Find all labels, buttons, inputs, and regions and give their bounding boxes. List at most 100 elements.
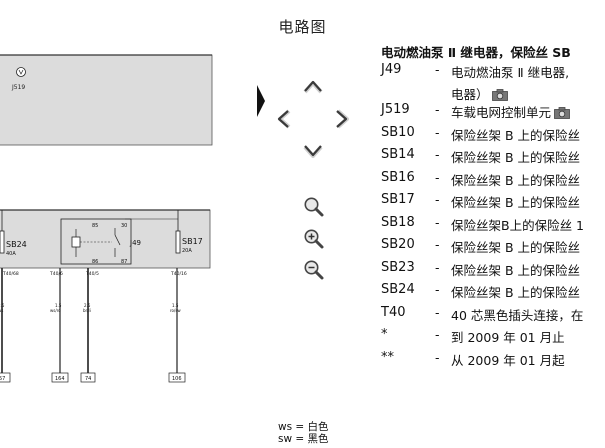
legend-item: SB18 - 保险丝架B上的保险丝 1	[381, 214, 605, 237]
legend-code: SB17	[381, 192, 415, 207]
page-title: 电路图	[278, 18, 327, 36]
pin-87: 87	[121, 259, 127, 265]
legend-code: SB18	[381, 214, 415, 230]
fuse-sb24-rating: 40A	[6, 251, 16, 257]
connector-t40-6: T40/6	[49, 271, 63, 277]
legend-item: J519 - 车载电网控制单元	[381, 101, 605, 124]
legend-dash: -	[435, 147, 440, 162]
pin-85: 85	[92, 223, 98, 229]
legend-item: * - 到 2009 年 01 月止	[381, 326, 605, 349]
legend-code: *	[381, 327, 388, 342]
legend-desc: 到 2009 年 01 月止	[451, 330, 565, 345]
legend-code: T40	[381, 304, 406, 320]
legend-item: T40 - 40 芯黑色插头连接，在	[381, 304, 605, 327]
wire-color-key: ws = 白色 sw = 黑色	[278, 421, 329, 445]
fuse-sb17-name: SB17	[182, 237, 203, 246]
legend-desc: 40 芯黑色插头连接，在	[451, 307, 584, 323]
legend-item: SB14 - 保险丝架 B 上的保险丝	[381, 146, 605, 169]
legend-desc: 保险丝架 B 上的保险丝	[451, 172, 581, 188]
legend-item: SB20 - 保险丝架 B 上的保险丝	[381, 236, 605, 259]
chevron-down-icon[interactable]	[302, 142, 324, 160]
svg-text:57: 57	[0, 376, 5, 382]
legend-dash: -	[435, 237, 440, 252]
legend-code: SB23	[381, 259, 415, 275]
connector-t40-5: T40/5	[85, 271, 99, 277]
svg-text:106: 106	[172, 376, 182, 382]
legend-desc: 保险丝架 B 上的保险丝	[451, 240, 581, 255]
legend-dash: -	[435, 327, 440, 342]
legend-dash: -	[435, 214, 440, 230]
legend-code: SB20	[381, 237, 415, 252]
legend-code: J49	[381, 62, 402, 77]
legend-dash: -	[435, 304, 440, 320]
legend-dash: -	[435, 62, 440, 77]
pin-86: 86	[92, 259, 98, 265]
legend-desc: 从 2009 年 01 月起	[451, 352, 565, 368]
legend-title: 电动燃油泵 Ⅱ 继电器，保险丝 SB	[381, 45, 571, 60]
legend-desc: 保险丝架 B 上的保险丝	[451, 150, 581, 165]
wire-1-spec: 2.5ws	[0, 303, 5, 313]
relay-j49-label: J49	[129, 239, 141, 247]
legend-desc: 保险丝架 B 上的保险丝	[451, 262, 581, 278]
legend-item: SB16 - 保险丝架 B 上的保险丝	[381, 169, 605, 192]
legend-code: SB10	[381, 124, 415, 140]
legend-code: **	[381, 349, 394, 365]
zoom-out-icon[interactable]	[303, 259, 325, 281]
legend-code: SB16	[381, 169, 415, 185]
legend-item: J49 - 电动燃油泵 Ⅱ 继电器, 电器）	[381, 61, 605, 104]
j519-label: J519	[11, 84, 25, 91]
legend-item: ** - 从 2009 年 01 月起	[381, 349, 605, 372]
legend-desc: 保险丝架 B 上的保险丝	[451, 127, 581, 143]
chevron-left-icon[interactable]	[274, 108, 294, 130]
collapse-panel-handle[interactable]	[257, 85, 265, 117]
legend-item: SB10 - 保险丝架 B 上的保险丝	[381, 124, 605, 147]
legend-desc: 车载电网控制单元	[451, 102, 570, 122]
color-key-ws: ws = 白色	[278, 421, 329, 433]
terminal-106: 106	[168, 372, 186, 383]
legend-dash: -	[435, 259, 440, 275]
legend-dash: -	[435, 349, 440, 365]
zoom-in-icon[interactable]	[303, 228, 325, 250]
legend-dash: -	[435, 124, 440, 140]
zoom-icon[interactable]	[303, 196, 325, 218]
legend-item: SB17 - 保险丝架 B 上的保险丝	[381, 191, 605, 214]
color-key-sw: sw = 黑色	[278, 433, 329, 445]
terminal-57: 57	[0, 372, 11, 383]
legend-item: SB24 - 保险丝架 B 上的保险丝	[381, 281, 605, 304]
legend-dash: -	[435, 192, 440, 207]
legend-code: SB24	[381, 282, 415, 297]
legend-desc: 电动燃油泵 Ⅱ 继电器, 电器）	[451, 65, 570, 104]
camera-icon[interactable]	[491, 89, 508, 104]
fuse-sb17-rating: 20A	[182, 248, 192, 254]
terminal-74: 74	[80, 372, 96, 383]
legend-dash: -	[435, 102, 440, 117]
fuse-sb24	[0, 230, 5, 254]
legend-code: SB14	[381, 147, 415, 162]
camera-icon[interactable]	[554, 107, 570, 122]
j519-unit-box	[0, 54, 213, 146]
circuit-diagram: J519 SB24 40A 85 30 86 87 J49 SB17 20A T…	[0, 54, 213, 383]
terminal-164: 164	[51, 372, 69, 383]
pin-30: 30	[121, 223, 127, 229]
legend-item: SB23 - 保险丝架 B 上的保险丝	[381, 259, 605, 282]
legend-dash: -	[435, 282, 440, 297]
fuse-sb24-name: SB24	[6, 240, 27, 249]
component-legend: 电动燃油泵 Ⅱ 继电器，保险丝 SB J49 - 电动燃油泵 Ⅱ 继电器, 电器…	[381, 44, 605, 371]
legend-dash: -	[435, 169, 440, 185]
connector-t40-16: T40/16	[170, 271, 187, 277]
connector-t40-68: T40/68	[2, 271, 19, 277]
legend-code: J519	[381, 102, 410, 117]
j519-symbol-icon	[16, 67, 26, 77]
relay-j49-frame	[60, 218, 132, 265]
svg-text:164: 164	[55, 376, 65, 382]
legend-desc: 保险丝架 B 上的保险丝	[451, 195, 581, 210]
svg-text:74: 74	[85, 376, 91, 382]
legend-desc: 保险丝架B上的保险丝 1	[451, 217, 585, 233]
relay-j49-coil	[71, 236, 81, 248]
fuse-sb17	[175, 230, 181, 254]
chevron-right-icon[interactable]	[333, 108, 353, 130]
chevron-up-icon[interactable]	[302, 78, 324, 96]
